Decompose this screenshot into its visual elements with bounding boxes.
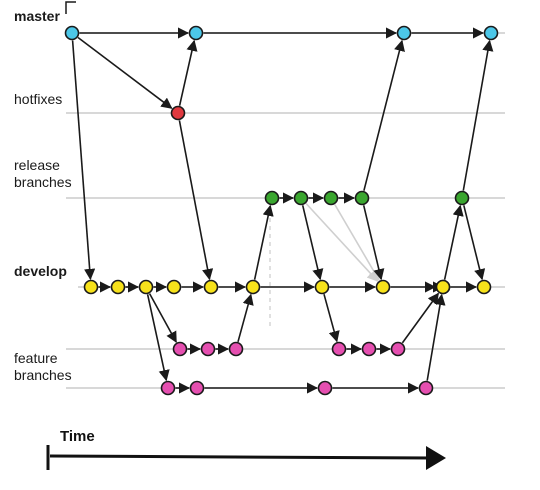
commit-feature-fc4 bbox=[418, 380, 434, 396]
edge-fb3-d10 bbox=[401, 292, 439, 344]
edge-r4-d8 bbox=[362, 205, 385, 281]
commit-develop-d2 bbox=[110, 279, 126, 295]
edge-d7-fb1 bbox=[323, 293, 340, 343]
lane-label-hotfixes: hotfixes bbox=[14, 91, 63, 107]
commit-release-r1 bbox=[264, 190, 280, 206]
edge-h1-m2 bbox=[178, 39, 198, 106]
edges bbox=[71, 27, 494, 394]
commit-develop-d10 bbox=[435, 279, 451, 295]
edge-m1-h1 bbox=[77, 36, 173, 109]
edge-r5-m4 bbox=[462, 39, 494, 191]
commit-master-m4 bbox=[483, 25, 499, 41]
edge-m1-d1 bbox=[71, 40, 96, 281]
commit-release-r3 bbox=[323, 190, 339, 206]
edge-d6-r1 bbox=[253, 204, 274, 280]
edge-r2-d7 bbox=[301, 205, 324, 281]
commit-feature-fc2 bbox=[189, 380, 205, 396]
edge-fc4-d10 bbox=[426, 293, 446, 381]
edge-fa3-d6 bbox=[237, 293, 254, 343]
edge-r4-m3 bbox=[363, 39, 405, 191]
time-label: Time bbox=[60, 428, 95, 445]
time-axis-arrow bbox=[49, 454, 433, 460]
edge-d3-fa1 bbox=[148, 293, 177, 343]
commit-feature-fa1 bbox=[172, 341, 188, 357]
commit-develop-d8 bbox=[375, 279, 391, 295]
commit-feature-fb2 bbox=[361, 341, 377, 357]
commit-feature-fb1 bbox=[331, 341, 347, 357]
faded-edge-r3-d8 bbox=[334, 204, 380, 282]
commit-develop-d5 bbox=[203, 279, 219, 295]
commit-feature-fb3 bbox=[390, 341, 406, 357]
commit-develop-d7 bbox=[314, 279, 330, 295]
lane-label-feature: feature branches bbox=[14, 350, 72, 383]
commit-release-r2 bbox=[293, 190, 309, 206]
commit-develop-d1 bbox=[83, 279, 99, 295]
commit-feature-fc1 bbox=[160, 380, 176, 396]
commit-hotfixes-h1 bbox=[170, 105, 186, 121]
edge-h1-d5 bbox=[178, 120, 214, 281]
commit-feature-fc3 bbox=[317, 380, 333, 396]
commit-feature-fa3 bbox=[228, 341, 244, 357]
lane-label-develop: develop bbox=[14, 263, 67, 279]
edge-d10-r5 bbox=[443, 204, 464, 280]
commit-develop-d11 bbox=[476, 279, 492, 295]
tag-mark bbox=[65, 1, 76, 14]
lane-lines bbox=[66, 32, 505, 389]
edge-d3-fc1 bbox=[146, 294, 170, 382]
commit-master-m2 bbox=[188, 25, 204, 41]
commit-release-r4 bbox=[354, 190, 370, 206]
lane-label-master: master bbox=[14, 8, 60, 24]
edge-r5-d11 bbox=[463, 205, 486, 281]
commit-release-r5 bbox=[454, 190, 470, 206]
commit-master-m1 bbox=[64, 25, 80, 41]
commit-develop-d3 bbox=[138, 279, 154, 295]
faded-edge-r2-d8 bbox=[305, 202, 379, 282]
faded-edges bbox=[305, 202, 380, 282]
lane-label-release: release branches bbox=[14, 157, 72, 190]
commit-master-m3 bbox=[396, 25, 412, 41]
commit-develop-d6 bbox=[245, 279, 261, 295]
time-axis-arrowhead bbox=[426, 446, 446, 470]
commit-feature-fa2 bbox=[200, 341, 216, 357]
commit-develop-d4 bbox=[166, 279, 182, 295]
commit-nodes bbox=[64, 25, 499, 396]
